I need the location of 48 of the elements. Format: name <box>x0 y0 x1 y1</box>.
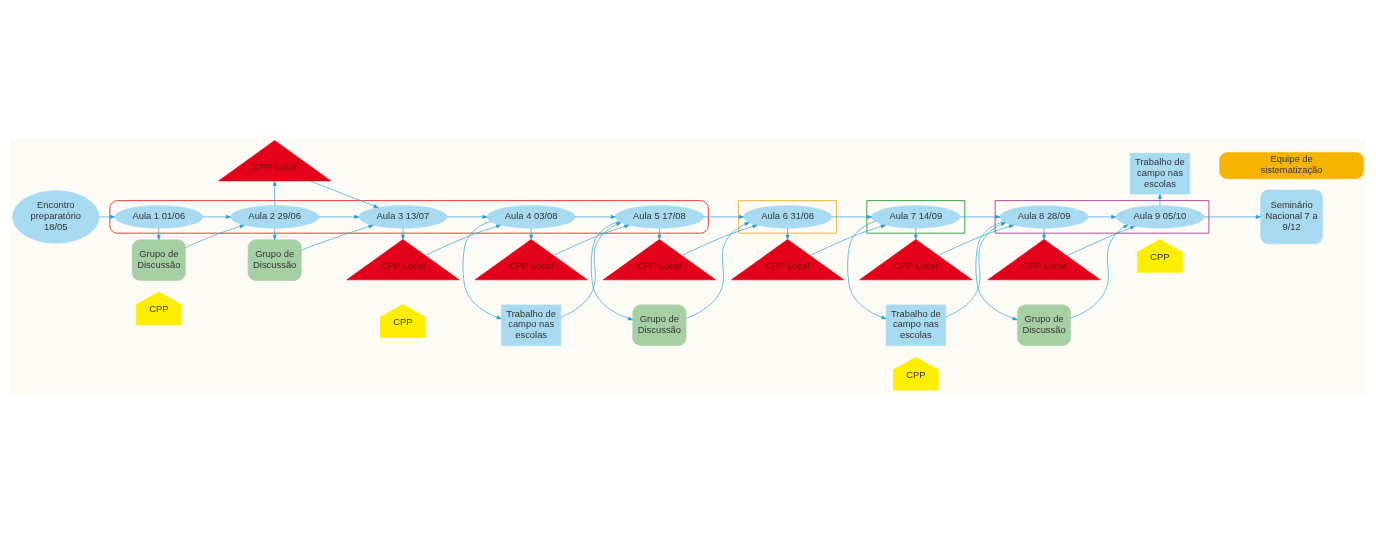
arrow <box>156 227 161 240</box>
arrow <box>809 224 886 256</box>
arrow <box>202 214 231 219</box>
arrow <box>914 227 918 240</box>
arrow <box>945 221 1006 317</box>
node-box: Trabalho de campo nas escolas <box>1129 152 1190 194</box>
node-box: Trabalho de campo nas escolas <box>501 304 562 346</box>
arrow <box>785 227 790 240</box>
arrow <box>401 227 405 240</box>
arrow <box>318 214 360 219</box>
node-box: Grupo de Discussão <box>131 238 186 281</box>
arrow <box>529 227 533 240</box>
arrow <box>301 224 374 250</box>
arrow <box>975 220 1018 320</box>
node-ellipse: Aula 1 01/06 <box>114 204 204 228</box>
arrow <box>847 220 887 319</box>
arrow <box>1066 225 1136 256</box>
node-box: Grupo de Discussão <box>1017 304 1071 346</box>
node-box: Trabalho de campo nas escolas <box>885 304 946 346</box>
arrow <box>446 214 488 219</box>
arrow <box>959 214 1001 219</box>
arrow <box>1042 227 1046 240</box>
arrow <box>685 221 750 319</box>
arrow <box>185 224 245 248</box>
arrow <box>1158 193 1162 206</box>
arrow <box>272 180 277 206</box>
node-box: Equipe de sistematização <box>1219 151 1364 179</box>
arrow <box>1070 224 1129 319</box>
node-box: Seminário Nacional 7 a 9/12 <box>1260 189 1323 244</box>
arrow <box>560 221 622 317</box>
node-box: Grupo de Discussão <box>632 304 687 346</box>
arrow <box>98 214 116 219</box>
arrow <box>574 214 616 219</box>
arrow <box>1203 214 1261 219</box>
node-ellipse: Encontro preparatório 18/05 <box>12 189 100 243</box>
arrow <box>703 214 744 219</box>
arrow <box>462 220 502 319</box>
arrow <box>309 180 379 208</box>
arrow <box>425 224 502 256</box>
arrow <box>681 224 758 256</box>
arrow <box>272 227 277 240</box>
arrow <box>590 220 633 320</box>
arrow <box>1087 214 1117 219</box>
arrow <box>657 227 662 240</box>
node-box: Grupo de Discussão <box>247 238 302 281</box>
arrow <box>553 224 630 256</box>
arrow <box>938 224 1015 256</box>
arrow <box>831 214 873 219</box>
